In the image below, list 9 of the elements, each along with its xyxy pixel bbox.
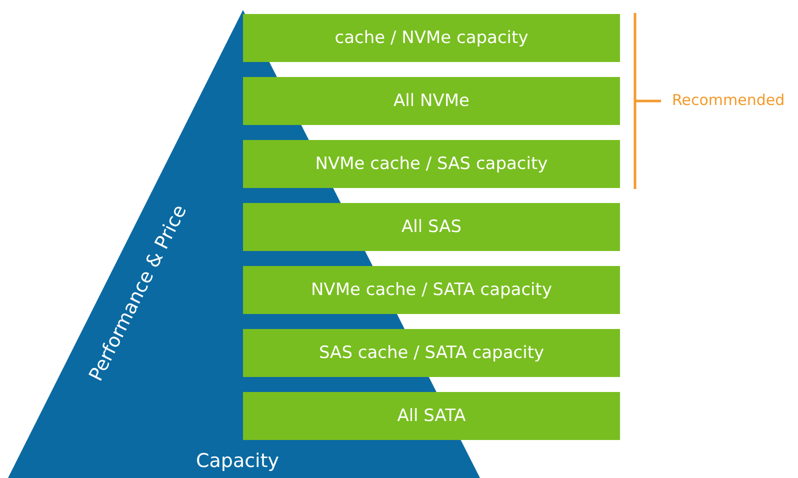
bracket-label: Recommended — [672, 91, 785, 109]
axis-label: Capacity — [196, 450, 280, 472]
tier-bar: All NVMe — [243, 77, 620, 125]
tier-bar: All SAS — [243, 203, 620, 251]
tier-bar: NVMe cache / SATA capacity — [243, 266, 620, 314]
tier-bar: cache / NVMe capacity — [243, 14, 620, 62]
tier-bar: SAS cache / SATA capacity — [243, 329, 620, 377]
tier-bar: NVMe cache / SAS capacity — [243, 140, 620, 188]
tier-bar: All SATA — [243, 392, 620, 440]
